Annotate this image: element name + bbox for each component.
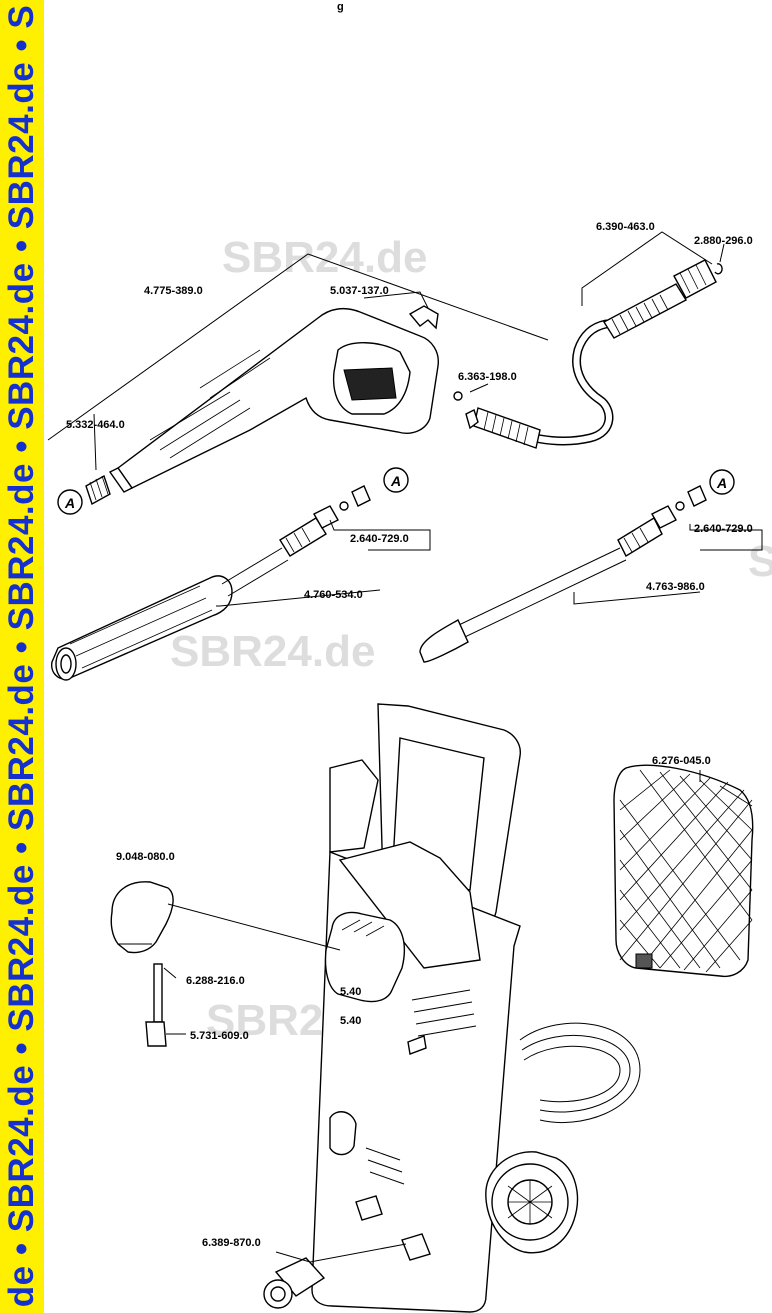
safety-clip <box>408 305 439 330</box>
svg-text:A: A <box>64 495 75 511</box>
filter-fitting <box>145 1021 167 1047</box>
o-ring-nozzle-b <box>675 485 707 511</box>
spring-5332-464-0 <box>85 474 111 506</box>
watermark-brand-1: SBR24.de <box>222 233 427 282</box>
pressure-washer-body: 5.40 5.40 <box>311 703 641 1313</box>
hose-coupling <box>263 1257 326 1309</box>
label-6-389-870-0: 6.389-870.0 <box>202 1237 261 1249</box>
connection-marker-a-1: A <box>57 489 83 515</box>
label-6-276-045-0: 6.276-045.0 <box>652 755 711 767</box>
connection-marker-a-2: A <box>383 467 409 493</box>
spray-gun-handle <box>108 307 439 493</box>
spray-lance-long <box>51 505 339 681</box>
label-5-731-609-0: 5.731-609.0 <box>190 1030 249 1042</box>
label-2-880-296-0: 2.880-296.0 <box>694 235 753 247</box>
o-ring-6363-198-0 <box>453 391 463 401</box>
leader-lines <box>47 231 763 1263</box>
connection-marker-a-3: A <box>709 469 735 495</box>
svg-text:A: A <box>390 473 401 489</box>
accessory-mesh-bag <box>613 764 754 978</box>
label-9-048-080-0: 9.048-080.0 <box>116 851 175 863</box>
spray-lance-short <box>419 505 677 663</box>
o-ring-2880-296-0 <box>714 263 723 275</box>
suction-tube <box>153 963 163 1023</box>
label-4-763-986-0: 4.763-986.0 <box>646 581 705 593</box>
label-4-775-389-0: 4.775-389.0 <box>144 285 203 297</box>
o-ring-nozzle-a <box>339 485 371 511</box>
label-5-037-137-0: 5.037-137.0 <box>330 285 389 297</box>
dial-mark-upper: 5.40 <box>340 986 361 998</box>
label-4-760-534-0: 4.760-534.0 <box>304 589 363 601</box>
watermark-stripe: de • SBR24.de • SBR24.de • SBR24.de • SB… <box>0 0 44 1313</box>
label-5-332-464-0: 5.332-464.0 <box>66 419 125 431</box>
header-fragment: g <box>337 1 344 13</box>
label-2-640-729-0-a: 2.640-729.0 <box>350 533 409 545</box>
label-6-288-216-0: 6.288-216.0 <box>186 975 245 987</box>
label-2-640-729-0-b: 2.640-729.0 <box>694 523 753 535</box>
watermark-brand-4: SBR24.de <box>748 537 772 586</box>
label-6-363-198-0: 6.363-198.0 <box>458 371 517 383</box>
high-pressure-hose <box>465 259 717 449</box>
label-6-390-463-0: 6.390-463.0 <box>596 221 655 233</box>
dial-mark-lower: 5.40 <box>340 1015 361 1027</box>
svg-text:A: A <box>716 475 727 491</box>
watermark-brand-2: SBR24.de <box>170 627 375 676</box>
detergent-knob <box>110 881 174 954</box>
